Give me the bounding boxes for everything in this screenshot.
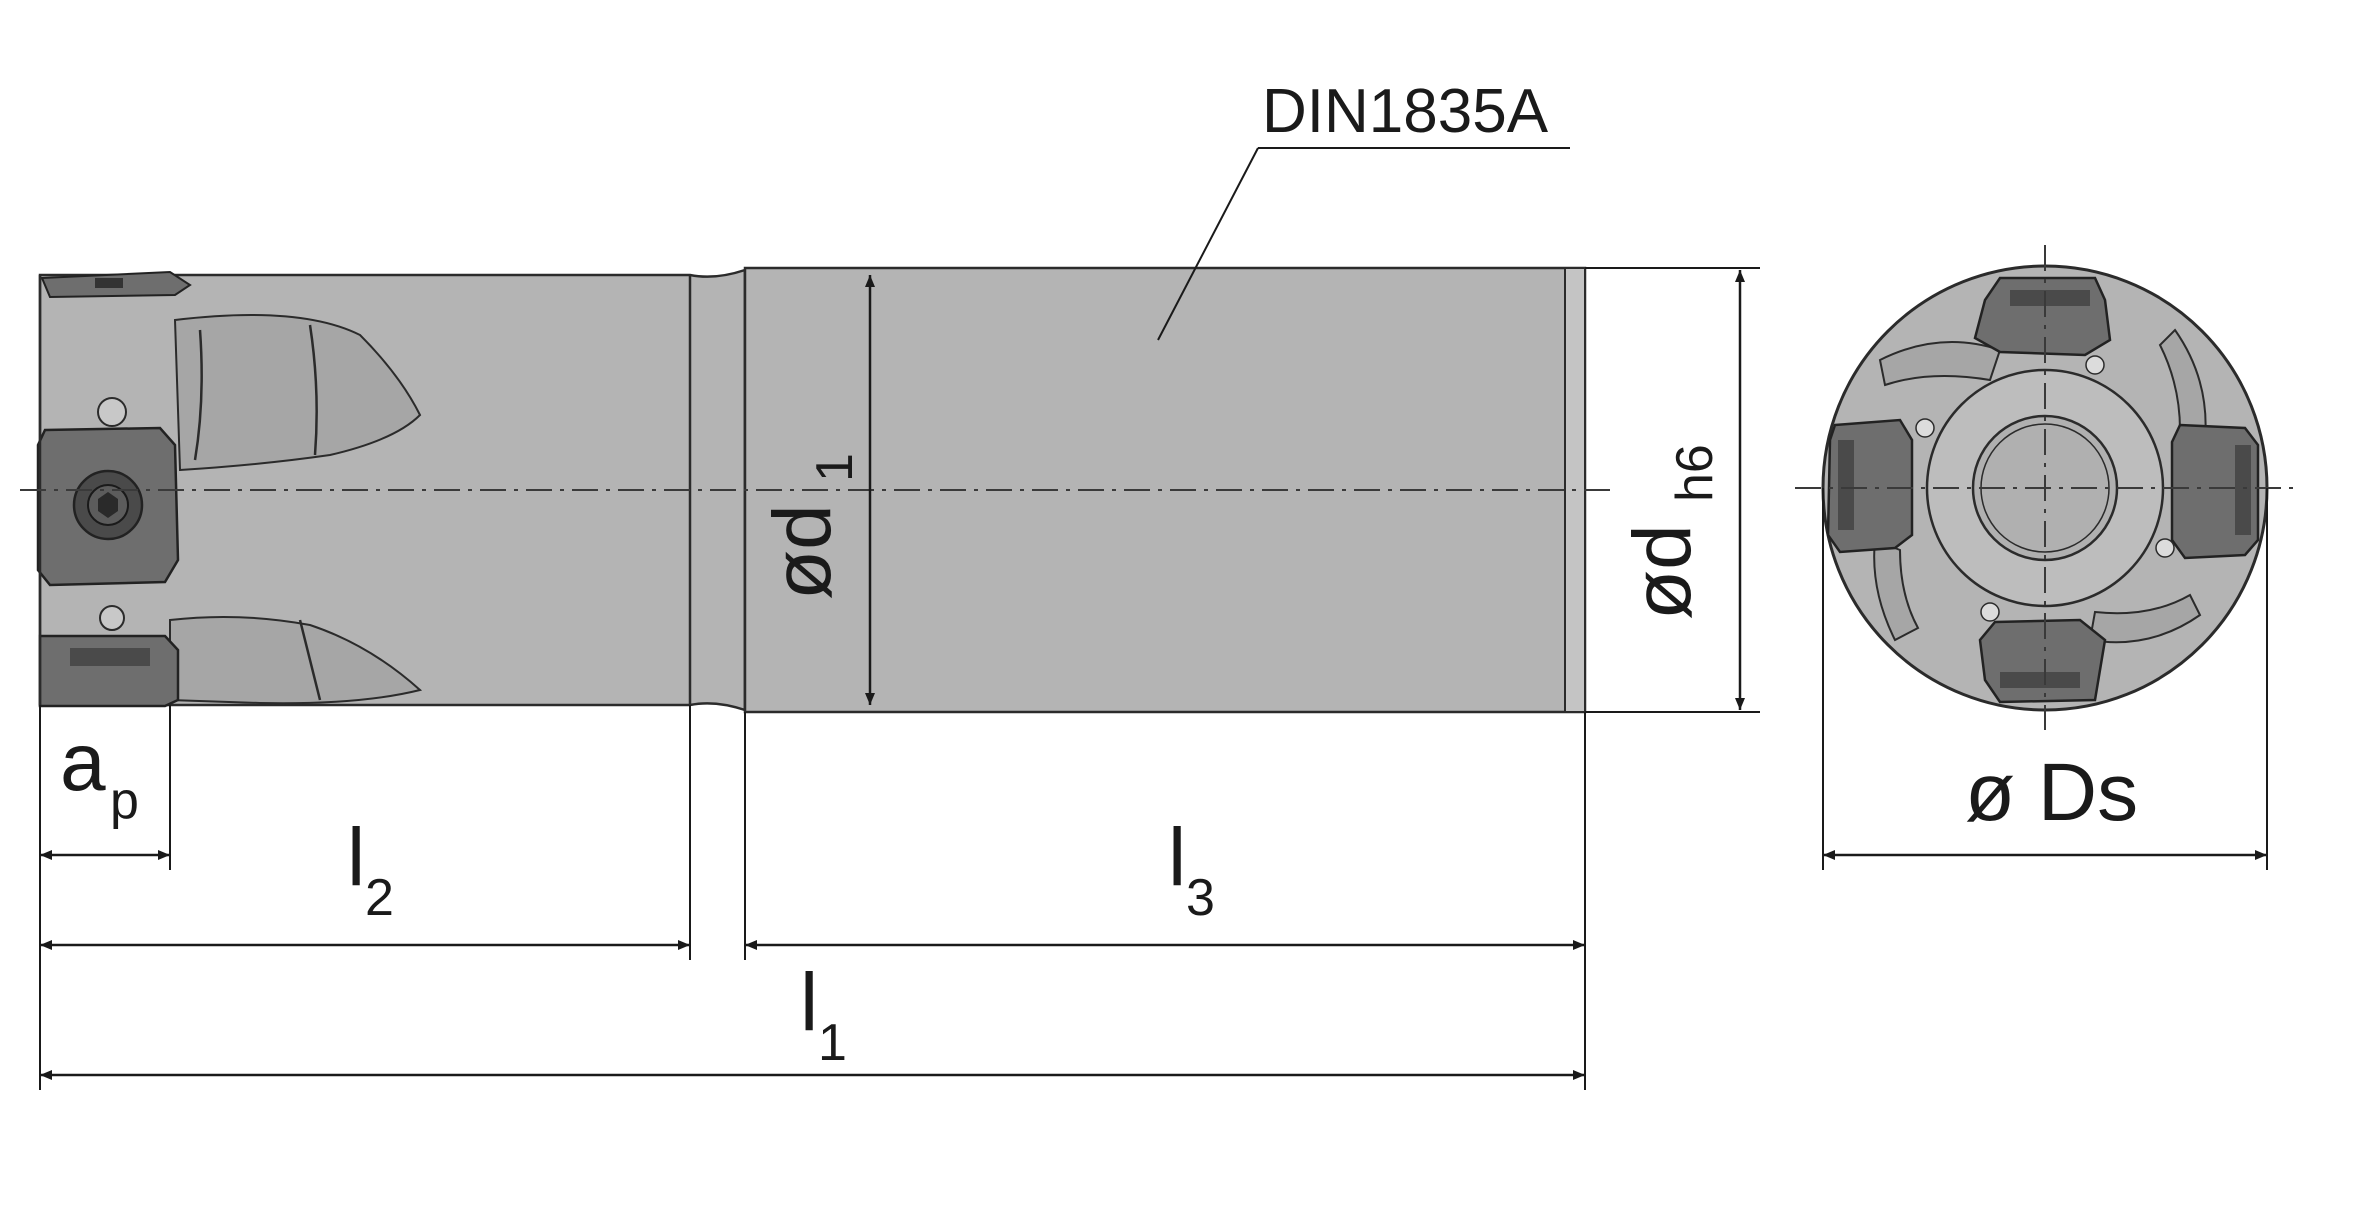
end-view: ø Ds bbox=[1795, 245, 2295, 870]
insert-bottom bbox=[38, 634, 180, 708]
dim-d1: ød 1 bbox=[757, 275, 875, 705]
end-hole-3 bbox=[2155, 538, 2175, 558]
dh6-label: ød bbox=[1617, 524, 1708, 620]
insert-bottom-slot bbox=[70, 648, 150, 666]
ds-label: ø Ds bbox=[1965, 747, 2138, 838]
end-insert-top bbox=[1973, 276, 2112, 357]
side-view bbox=[20, 266, 1610, 714]
callout-leader bbox=[1157, 147, 1259, 341]
ap-subscript: p bbox=[110, 772, 139, 830]
end-insert-right-face bbox=[2235, 445, 2251, 535]
end-hole-2 bbox=[1915, 418, 1935, 438]
insert-top-hole bbox=[95, 278, 123, 288]
l2-label: l bbox=[347, 812, 365, 903]
l1-label: l bbox=[800, 957, 818, 1048]
dim-dh6: ød h6 bbox=[1585, 267, 1760, 713]
ap-label: a bbox=[60, 717, 106, 808]
standard-callout: DIN1835A bbox=[1157, 77, 1570, 341]
pocket-relief-lower bbox=[99, 605, 125, 631]
end-insert-left-face bbox=[1838, 440, 1854, 530]
end-flute-bottom bbox=[2088, 593, 2202, 644]
end-flute-top bbox=[1878, 341, 2002, 387]
end-hole-1 bbox=[2085, 355, 2105, 375]
flute-upper bbox=[173, 314, 422, 472]
end-insert-bottom bbox=[1978, 618, 2107, 704]
end-hole-4 bbox=[1980, 602, 2000, 622]
end-insert-top-face bbox=[2010, 290, 2090, 306]
l1-subscript: 1 bbox=[818, 1014, 847, 1072]
flute-lower bbox=[169, 615, 423, 705]
pocket-relief-upper bbox=[97, 397, 127, 427]
length-dimensions: a p l 2 l 3 l 1 bbox=[39, 705, 1586, 1090]
dh6-subscript: h6 bbox=[1666, 444, 1724, 502]
standard-label: DIN1835A bbox=[1262, 77, 1549, 146]
d1-label: ød bbox=[757, 504, 848, 600]
insert-screw-torx bbox=[98, 492, 118, 518]
d1-subscript: 1 bbox=[806, 453, 864, 482]
l2-subscript: 2 bbox=[365, 869, 394, 927]
flute-upper-line bbox=[193, 329, 203, 461]
l3-label: l bbox=[1168, 812, 1186, 903]
end-insert-bottom-face bbox=[2000, 672, 2080, 688]
flute-upper-line-2 bbox=[308, 324, 318, 456]
flute-lower-line bbox=[298, 619, 322, 701]
l3-subscript: 3 bbox=[1186, 869, 1215, 927]
